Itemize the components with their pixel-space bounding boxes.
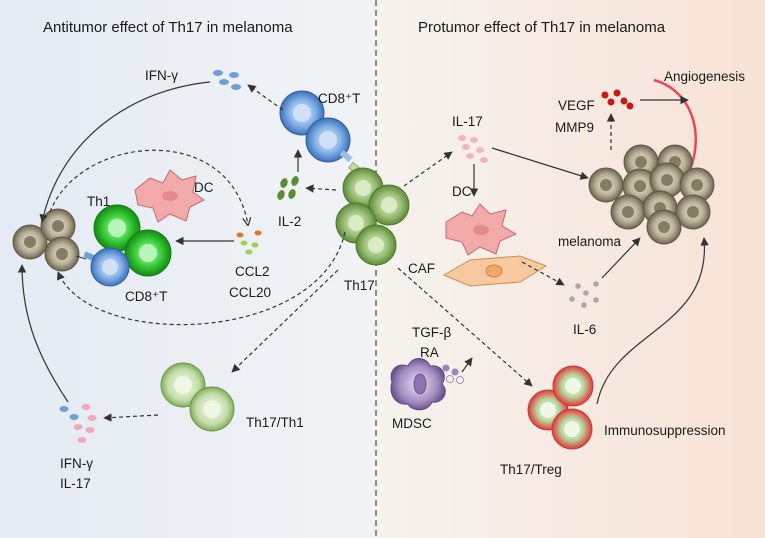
melanoma-label: melanoma (558, 234, 622, 249)
caf-label: CAF (408, 261, 435, 276)
th17-th1-cells (160, 362, 235, 432)
il2-label: IL-2 (278, 214, 301, 229)
il17-label-bottom: IL-17 (60, 476, 91, 491)
il2-cytokines (277, 176, 299, 200)
th17-label: Th17 (344, 278, 375, 293)
caf-cell (442, 255, 548, 287)
cd8-label-top: CD8⁺T (318, 91, 360, 106)
ccl-chemokines (236, 230, 262, 255)
ccl2-label: CCL2 (235, 264, 270, 279)
angiogenesis-label: Angiogenesis (664, 69, 745, 84)
ccl20-label: CCL20 (229, 285, 271, 300)
th17-th1-label: Th17/Th1 (246, 415, 304, 430)
ifn-gamma-dots-top (213, 70, 241, 90)
th17-cell-cluster (335, 161, 410, 266)
th1-label: Th1 (87, 194, 110, 209)
dc-label-right: DC (452, 184, 472, 199)
right-arrows (397, 95, 709, 405)
melanoma-cell-cluster (588, 144, 715, 245)
immunosuppression-label: Immunosuppression (604, 423, 726, 438)
ifn-gamma-label-bottom: IFN-γ (60, 456, 93, 471)
dc-cell-right (445, 203, 518, 256)
left-arrows (17, 81, 346, 422)
left-panel-title: Antitumor effect of Th17 in melanoma (43, 19, 293, 36)
dc-cell-left (134, 169, 205, 223)
tumor-cell-cluster-left (12, 208, 80, 272)
il6-cytokines (569, 281, 599, 308)
tgfb-label: TGF-β (412, 325, 451, 340)
vegf-mmp9-dots (601, 89, 634, 110)
mmp9-label: MMP9 (555, 120, 594, 135)
dc-label-left: DC (194, 180, 214, 195)
vegf-label: VEGF (558, 98, 595, 113)
mdsc-label: MDSC (392, 416, 432, 431)
il17-cytokines (458, 135, 488, 163)
il17-label: IL-17 (452, 114, 483, 129)
il6-label: IL-6 (573, 322, 596, 337)
tgfb-ra-dots (442, 364, 464, 384)
th17-treg-cells (527, 365, 594, 450)
ifn-gamma-label-top: IFN-γ (145, 68, 178, 83)
ra-label: RA (420, 345, 439, 360)
cd8-label-bottom: CD8⁺T (125, 289, 167, 304)
mdsc-cell (390, 358, 446, 411)
cd8-cells-top (279, 90, 353, 163)
right-panel-title: Protumor effect of Th17 in melanoma (418, 19, 666, 36)
th17-treg-label: Th17/Treg (500, 462, 562, 477)
ifn-il17-dots-bottom (59, 404, 97, 443)
cd8-cell-bottom (83, 247, 130, 287)
